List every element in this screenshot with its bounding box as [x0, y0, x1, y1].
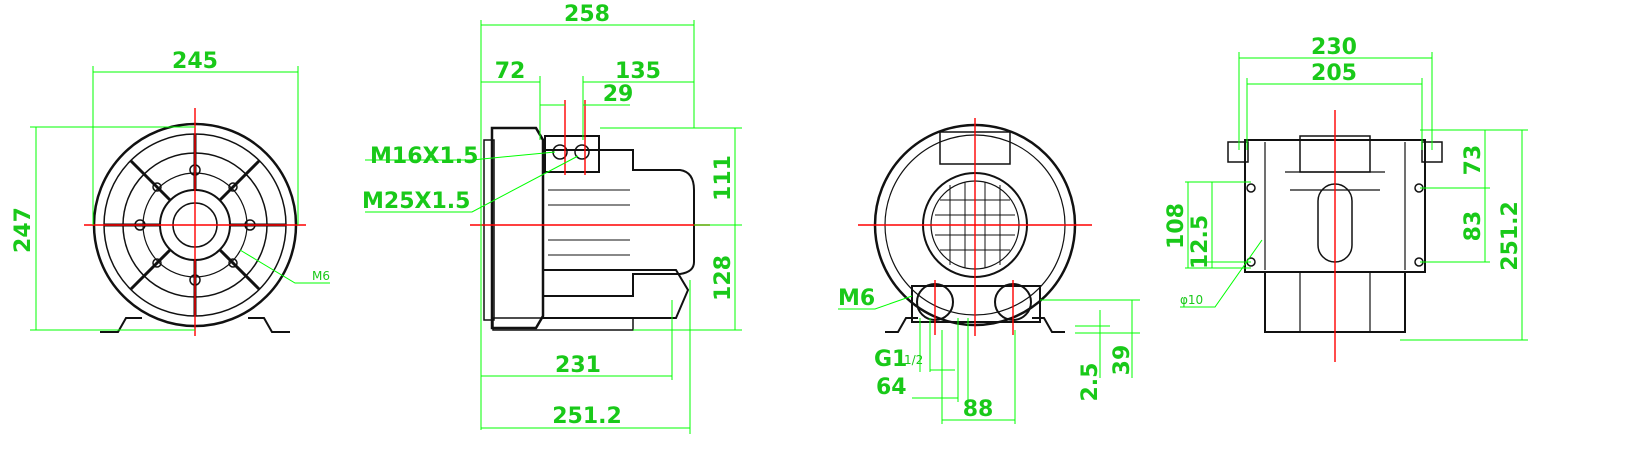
dim-128: 128 — [711, 255, 736, 301]
dim-245: 245 — [172, 49, 218, 74]
dim-73: 73 — [1461, 145, 1486, 176]
dim-205: 205 — [1311, 61, 1357, 86]
port-g1: G1 — [874, 347, 907, 372]
port-g1-fraction: 1/2 — [904, 353, 923, 367]
thread-m6-label: M6 — [838, 286, 875, 311]
dim-258: 258 — [564, 2, 610, 27]
front-view — [30, 66, 330, 336]
dim-231: 231 — [555, 353, 601, 378]
dim-64: 64 — [876, 375, 907, 400]
dim-111: 111 — [711, 155, 736, 201]
top-view — [1180, 52, 1528, 362]
dim-2-5: 2.5 — [1078, 363, 1103, 402]
dim-251-2-top: 251.2 — [1498, 201, 1523, 271]
dim-88: 88 — [963, 397, 994, 422]
cable-gland-m16: M16X1.5 — [370, 144, 478, 169]
dim-12-5: 12.5 — [1188, 215, 1213, 269]
dim-135: 135 — [615, 59, 661, 84]
dim-29: 29 — [603, 82, 634, 107]
dim-247: 247 — [11, 207, 36, 253]
side-view — [365, 20, 742, 434]
rear-view — [838, 118, 1140, 424]
hole-diameter: φ10 — [1180, 293, 1203, 307]
cable-gland-m25: M25X1.5 — [362, 189, 470, 214]
dim-108: 108 — [1164, 203, 1189, 249]
dim-83: 83 — [1461, 211, 1486, 242]
dim-39: 39 — [1110, 345, 1135, 376]
dim-230: 230 — [1311, 35, 1357, 60]
thread-m6-note: M6 — [312, 269, 330, 283]
dim-251-2: 251.2 — [552, 404, 622, 429]
dim-72: 72 — [495, 59, 526, 84]
